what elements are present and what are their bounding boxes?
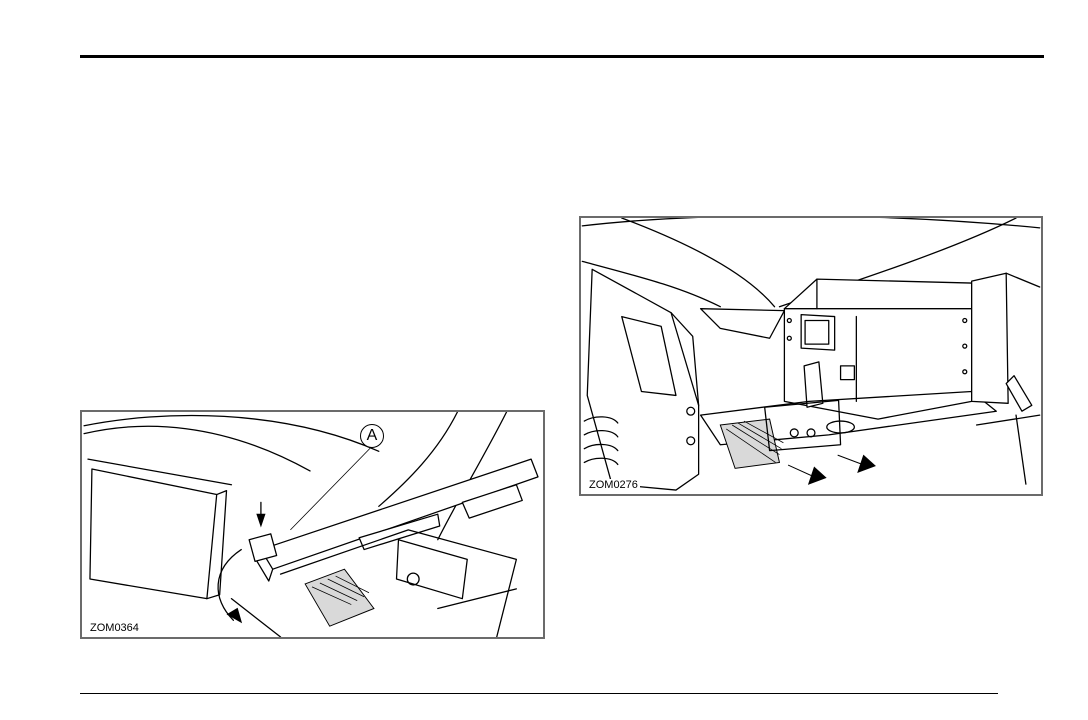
figure-code: ZOM0276	[587, 479, 640, 492]
callout-a: A	[360, 424, 384, 448]
footer-rule	[80, 693, 998, 694]
header-rule	[80, 55, 1044, 58]
line-drawing-battery-cover-release	[82, 412, 543, 637]
figure-code: ZOM0364	[88, 622, 141, 635]
illustration-zom0364: A ZOM0364	[80, 410, 545, 639]
line-drawing-battery-compartment	[581, 218, 1041, 494]
illustration-zom0276: ZOM0276	[579, 216, 1043, 496]
